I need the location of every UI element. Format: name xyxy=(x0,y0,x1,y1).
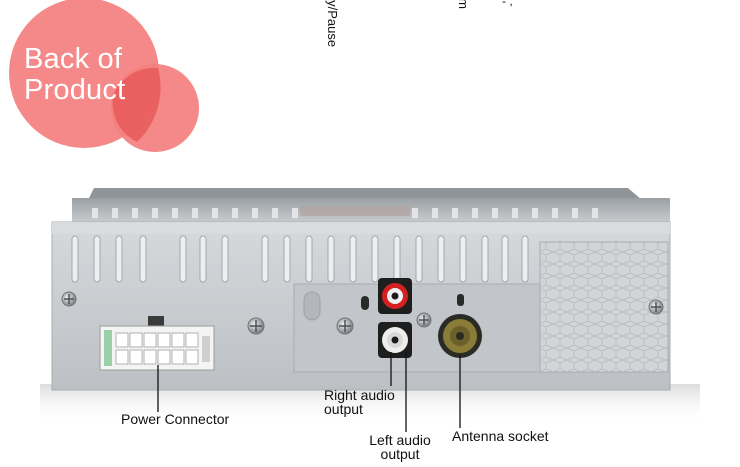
label-power-connector: Power Connector xyxy=(121,411,230,427)
label-left-audio-line-2: output xyxy=(380,446,420,462)
rca-right-audio-output xyxy=(378,278,412,314)
cut-label-dash: - , xyxy=(502,0,513,8)
badge-line-2: Product xyxy=(24,74,126,106)
power-connector xyxy=(99,316,215,371)
back-of-product-badge: Back of Product xyxy=(0,0,210,160)
label-right-audio-line-2: output xyxy=(324,401,363,417)
badge-title: Back of Product xyxy=(24,44,125,106)
antenna-socket xyxy=(438,314,482,358)
badge-line-1: Back of xyxy=(24,43,123,75)
rca-left-audio-output xyxy=(378,322,412,358)
label-antenna-socket: Antenna socket xyxy=(452,428,549,444)
label-left-audio-line-1: Left audio xyxy=(369,432,431,448)
label-right-audio-output: Right audio output xyxy=(324,387,395,417)
label-right-audio-line-1: Right audio xyxy=(324,387,395,403)
badge-circles xyxy=(9,0,199,152)
label-left-audio-output: Left audio output xyxy=(364,433,436,461)
callout-lines xyxy=(157,352,461,432)
